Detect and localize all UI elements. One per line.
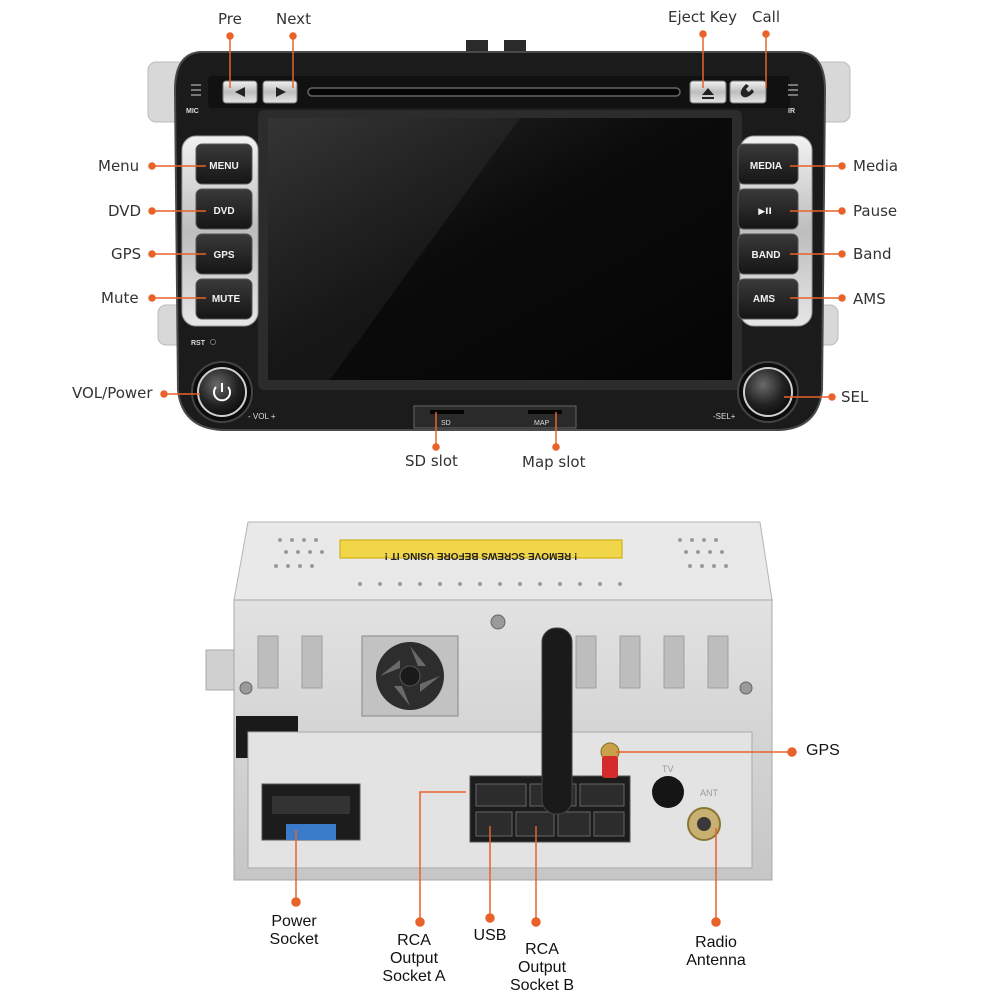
rca-output-socket-a[interactable] <box>475 783 527 807</box>
callout-sel: SEL <box>841 388 869 406</box>
side-tab-left <box>205 649 235 691</box>
callout-gps: GPS <box>111 245 142 263</box>
callout-radio-antenna: Radio Antenna <box>686 934 746 969</box>
media-button-label: MEDIA <box>750 161 782 172</box>
slot-plate <box>413 405 577 429</box>
vol-power-knob[interactable] <box>191 361 253 423</box>
menu-button-label: MENU <box>209 161 238 172</box>
ant-label: ANT <box>700 788 719 798</box>
cooling-fan <box>361 635 459 717</box>
media-button[interactable]: MEDIA <box>737 143 799 185</box>
callout-rca-a: RCA Output Socket A <box>382 932 446 985</box>
rca-block-bottom-right[interactable] <box>557 811 591 837</box>
phone-icon <box>740 84 754 98</box>
callout-call: Call <box>752 8 781 26</box>
usb-socket[interactable] <box>475 811 513 837</box>
disc-slot[interactable] <box>307 87 681 97</box>
ir-indicator <box>788 84 798 96</box>
rca-output-socket-b[interactable] <box>515 811 555 837</box>
mic-label: MIC <box>186 108 199 115</box>
band-button[interactable]: BAND <box>737 233 799 275</box>
callout-power-socket: Power Socket <box>269 913 319 948</box>
vent-slots <box>257 635 729 689</box>
rear-panel: ! REMOVE SCREWS BEFORE USING IT ! <box>205 521 773 881</box>
callout-dvd: DVD <box>108 202 142 220</box>
callout-menu: Menu <box>98 157 140 175</box>
screw-left <box>239 681 253 695</box>
sel-knob[interactable] <box>737 361 799 423</box>
callout-rca-b: RCA Output Socket B <box>509 941 575 994</box>
front-callout-lines <box>148 30 846 451</box>
callout-pause: Pause <box>853 202 898 220</box>
play-pause-icon: ▶II <box>758 207 772 217</box>
vol-label: - VOL + <box>248 412 276 421</box>
sel-label: -SEL+ <box>713 412 736 421</box>
reset-pinhole[interactable] <box>210 339 216 345</box>
callout-next: Next <box>276 10 311 28</box>
vent-holes-top <box>274 538 728 586</box>
gps-connector[interactable] <box>600 742 620 778</box>
rca-block-bottom-far[interactable] <box>593 811 625 837</box>
tv-port[interactable] <box>652 776 684 808</box>
sd-label: SD <box>441 420 451 427</box>
mute-button[interactable]: MUTE <box>195 278 253 320</box>
mic-indicator <box>191 84 201 96</box>
eject-icon <box>702 88 714 99</box>
display-screen[interactable] <box>268 118 732 380</box>
wifi-antenna[interactable] <box>541 627 573 815</box>
callout-sd-slot: SD slot <box>405 452 458 470</box>
ams-button[interactable]: AMS <box>737 278 799 320</box>
callout-map-slot: Map slot <box>522 453 586 471</box>
rear-callout-lines <box>291 747 797 927</box>
callout-band: Band <box>853 245 892 263</box>
callout-rear-gps: GPS <box>806 742 840 759</box>
map-card-slot[interactable] <box>528 410 562 414</box>
gps-button-label: GPS <box>213 250 234 261</box>
map-label: MAP <box>534 420 550 427</box>
power-icon <box>213 386 231 402</box>
play-pause-button[interactable]: ▶II <box>737 188 799 230</box>
warning-sticker <box>339 539 623 559</box>
tv-label: TV <box>662 764 674 774</box>
front-panel: MIC IR MENU DVD GPS MUTE M <box>147 40 851 431</box>
callout-vol-power: VOL/Power <box>72 384 153 402</box>
screw-top <box>490 614 506 630</box>
callout-usb: USB <box>473 927 507 944</box>
band-button-label: BAND <box>752 250 781 261</box>
warning-sticker-text: ! REMOVE SCREWS BEFORE USING IT ! <box>385 550 578 561</box>
ams-button-label: AMS <box>753 294 776 305</box>
menu-button[interactable]: MENU <box>195 143 253 185</box>
dvd-button[interactable]: DVD <box>195 188 253 230</box>
callout-media: Media <box>853 157 899 175</box>
callout-pre: Pre <box>218 10 242 28</box>
mute-button-label: MUTE <box>212 294 241 305</box>
pre-arrow-icon <box>235 87 245 97</box>
sd-card-slot[interactable] <box>430 410 464 414</box>
rst-label: RST <box>191 340 206 347</box>
dvd-button-label: DVD <box>213 206 234 217</box>
power-socket[interactable] <box>261 783 361 841</box>
next-arrow-icon <box>276 87 286 97</box>
ir-label: IR <box>788 108 795 115</box>
callout-mute: Mute <box>101 289 139 307</box>
callout-ams: AMS <box>853 290 886 308</box>
callout-eject-key: Eject Key <box>668 8 737 26</box>
screw-right <box>739 681 753 695</box>
rca-block-top-right[interactable] <box>579 783 625 807</box>
screen-reflection <box>268 118 520 380</box>
